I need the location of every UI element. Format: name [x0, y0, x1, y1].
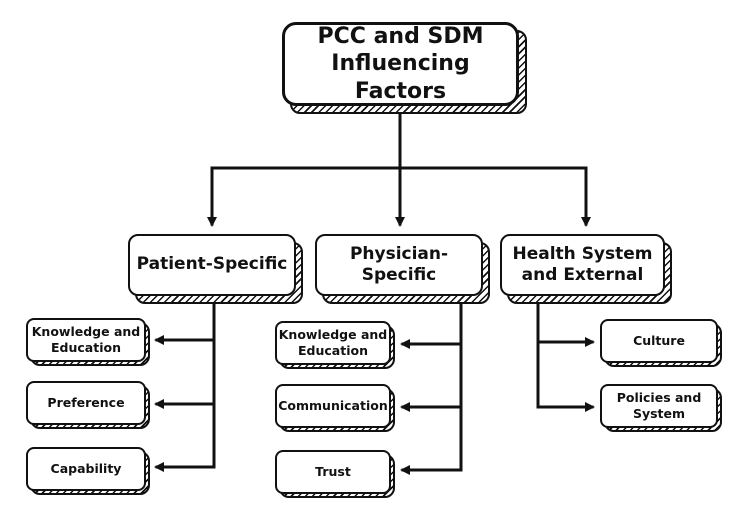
root-node: PCC and SDM Influencing Factors	[282, 22, 519, 106]
leaf-label: Communication	[278, 398, 388, 414]
category-label: Patient-Specific	[136, 254, 288, 275]
leaf-label: Policies and System	[616, 390, 702, 421]
leaf-label: Trust	[315, 464, 351, 480]
category-health-system-external: Health System and External	[500, 234, 665, 296]
leaf-patient-knowledge-education: Knowledge and Education	[26, 318, 146, 362]
leaf-label: Knowledge and Education	[31, 324, 141, 355]
leaf-health-culture: Culture	[600, 319, 718, 363]
leaf-physician-trust: Trust	[275, 450, 391, 494]
leaf-label: Preference	[47, 395, 125, 411]
category-label: Physician-Specific	[349, 243, 449, 285]
leaf-label: Knowledge and Education	[278, 327, 388, 358]
root-label: PCC and SDM Influencing Factors	[317, 23, 484, 104]
category-patient-specific: Patient-Specific	[128, 234, 296, 296]
category-physician-specific: Physician-Specific	[315, 234, 483, 296]
category-label: Health System and External	[512, 243, 653, 285]
leaf-label: Capability	[50, 461, 122, 477]
leaf-label: Culture	[633, 333, 685, 349]
leaf-health-policies-system: Policies and System	[600, 384, 718, 428]
leaf-patient-preference: Preference	[26, 381, 146, 425]
leaf-physician-knowledge-education: Knowledge and Education	[275, 321, 391, 365]
leaf-patient-capability: Capability	[26, 447, 146, 491]
leaf-physician-communication: Communication	[275, 384, 391, 428]
